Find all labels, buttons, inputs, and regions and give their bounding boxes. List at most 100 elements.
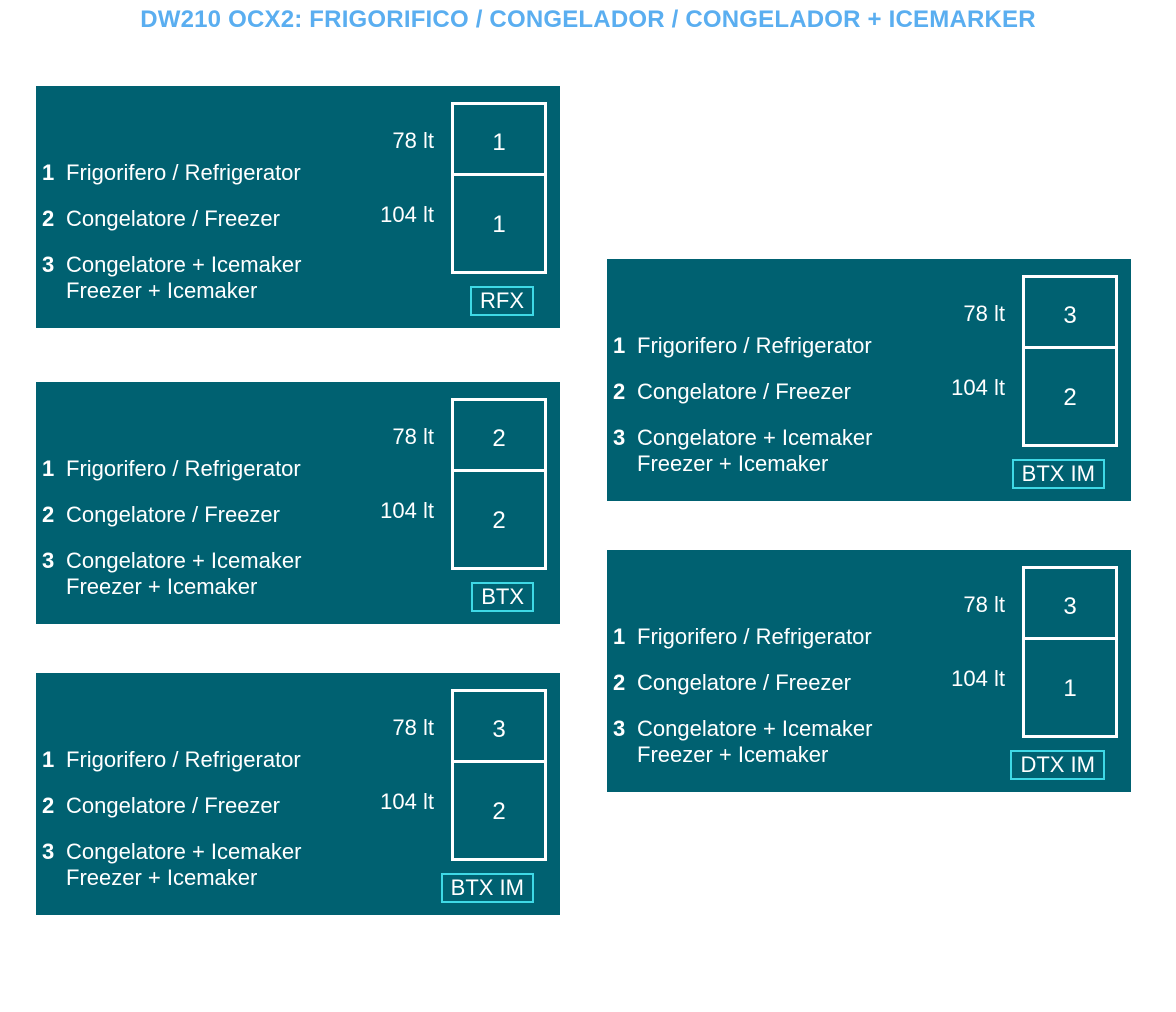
legend-text: Congelatore / Freezer [66,206,280,232]
legend-line: Congelatore + Icemaker [637,425,873,450]
capacity-top-label: 78 lt [392,715,434,740]
capacity-top-label: 78 lt [963,301,1005,326]
capacity-bottom-label: 104 lt [380,498,434,523]
compartment-divider [454,469,544,472]
top-compartment-type: 2 [492,425,506,452]
legend-number: 2 [613,379,626,404]
capacity-top-label: 78 lt [963,592,1005,617]
model-label: BTX IM [1011,459,1105,489]
capacity-bottom-label: 104 lt [380,789,434,814]
bottom-compartment-type: 1 [492,211,506,238]
legend-line: Congelatore + Icemaker [66,548,302,573]
top-compartment-type: 3 [492,716,506,743]
compartment-divider [454,760,544,763]
legend-line: Congelatore + Icemaker [66,839,302,864]
capacity-bottom-label: 104 lt [951,666,1005,691]
legend-line: Freezer + Icemaker [637,742,829,768]
legend-number: 2 [613,670,626,695]
capacity-top-label: 78 lt [392,128,434,153]
legend-item: 1 Frigorifero / Refrigerator [42,747,301,793]
legend-item: 2 Congelatore / Freezer [613,379,872,425]
bottom-compartment-type: 2 [492,507,506,534]
legend-line: Congelatore / Freezer [637,670,851,695]
legend-line: Freezer + Icemaker [66,574,258,600]
legend-line: Congelatore / Freezer [637,379,851,404]
capacity-top-label: 78 lt [392,424,434,449]
top-compartment-type: 3 [1063,302,1077,329]
legend-number: 3 [42,839,55,864]
top-compartment-type: 1 [492,129,506,156]
model-label: BTX IM [440,873,534,903]
legend-number: 1 [613,624,626,649]
bottom-compartment-type: 2 [492,798,506,825]
legend-number: 3 [613,425,626,450]
compartment-divider [454,173,544,176]
legend-line: Freezer + Icemaker [637,451,829,477]
legend-item: 2 Congelatore / Freezer [42,502,301,548]
legend-line: Frigorifero / Refrigerator [66,160,301,185]
legend-line: Frigorifero / Refrigerator [637,624,872,649]
legend-number: 2 [42,502,55,527]
legend-text: Frigorifero / Refrigerator [637,624,872,650]
legend-text: Frigorifero / Refrigerator [637,333,872,359]
model-label: RFX [470,286,534,316]
legend-number: 1 [42,456,55,481]
legend-number: 2 [42,793,55,818]
legend-item: 1 Frigorifero / Refrigerator [42,456,301,502]
legend-line: Congelatore / Freezer [66,206,280,231]
legend-text: Congelatore / Freezer [637,670,851,696]
compartment-divider [1025,346,1115,349]
model-label: BTX [471,582,534,612]
legend-line: Congelatore + Icemaker [637,716,873,741]
legend-number: 1 [42,747,55,772]
legend-line: Congelatore / Freezer [66,793,280,818]
legend-line: Frigorifero / Refrigerator [66,747,301,772]
legend-item: 2 Congelatore / Freezer [42,793,301,839]
bottom-compartment-type: 2 [1063,384,1077,411]
legend-item: 1 Frigorifero / Refrigerator [613,333,872,379]
model-label: DTX IM [1010,750,1105,780]
legend-item: 1 Frigorifero / Refrigerator [42,160,301,206]
legend-text: Frigorifero / Refrigerator [66,456,301,482]
legend-text: Congelatore / Freezer [637,379,851,405]
legend-number: 3 [42,548,55,573]
legend-line: Congelatore / Freezer [66,502,280,527]
legend-number: 3 [613,716,626,741]
legend-line: Freezer + Icemaker [66,865,258,891]
legend-text: Frigorifero / Refrigerator [66,160,301,186]
capacity-bottom-label: 104 lt [380,202,434,227]
page-title: DW210 OCX2: FRIGORIFICO / CONGELADOR / C… [140,6,1036,33]
legend-item: 2 Congelatore / Freezer [613,670,872,716]
legend-number: 1 [42,160,55,185]
legend-line: Frigorifero / Refrigerator [66,456,301,481]
capacity-bottom-label: 104 lt [951,375,1005,400]
legend-line: Freezer + Icemaker [66,278,258,304]
top-compartment-type: 3 [1063,593,1077,620]
compartment-divider [1025,637,1115,640]
legend-text: Congelatore / Freezer [66,502,280,528]
legend-number: 1 [613,333,626,358]
